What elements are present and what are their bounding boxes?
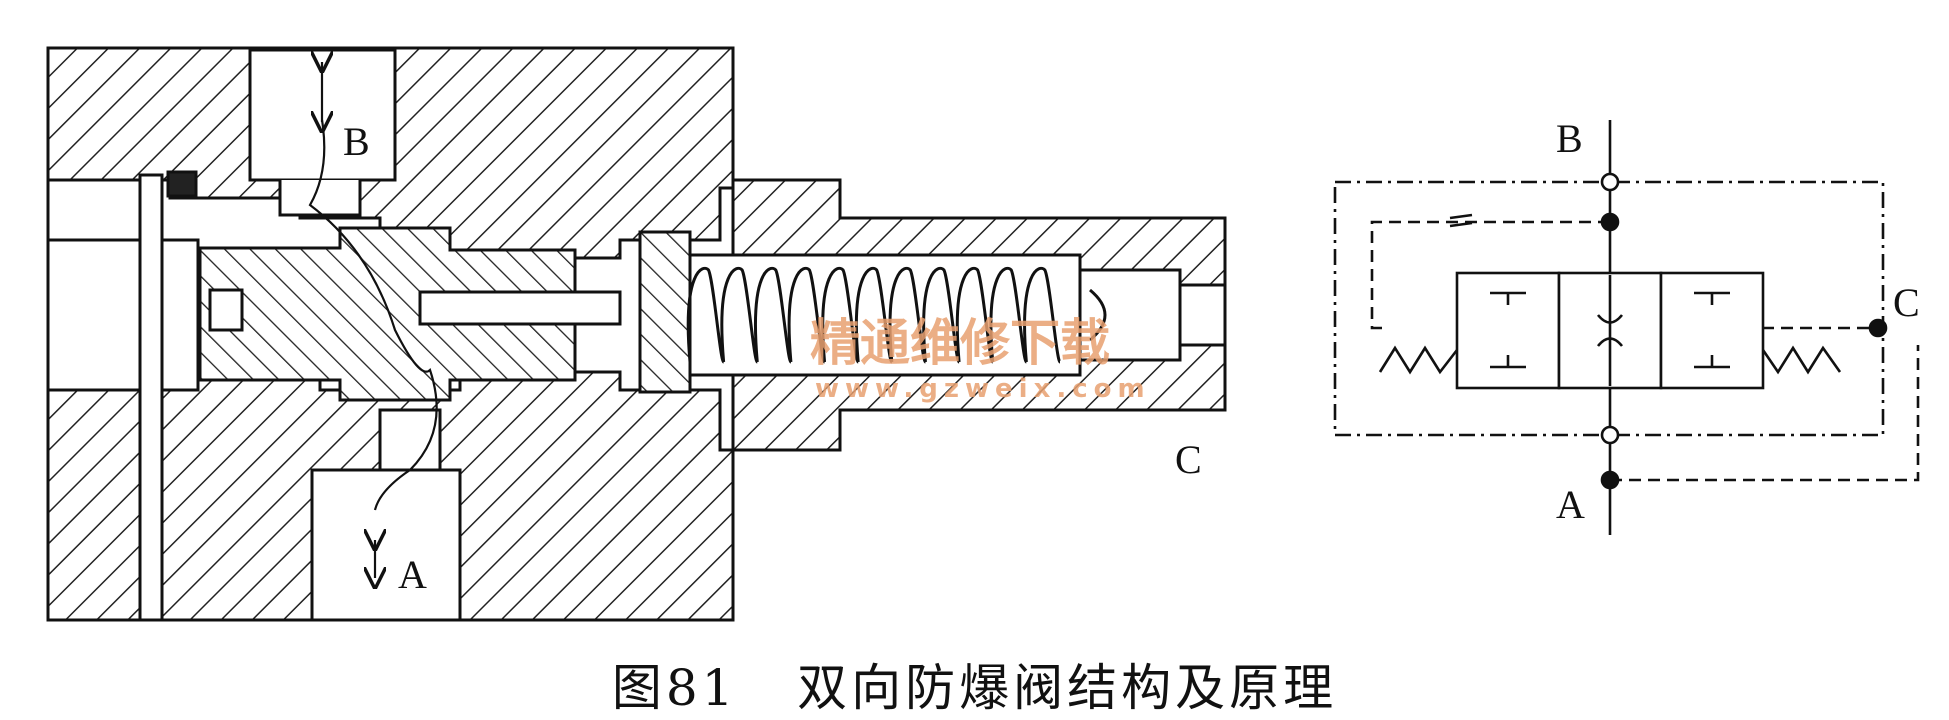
spring-right [1761,345,1842,375]
spool-stem [418,290,622,326]
node-bottom-filled [1600,470,1620,490]
port-a-cavity [310,468,462,622]
pilot-line-top [1370,220,1610,330]
node-c-filled [1868,318,1888,338]
envelope-left [1455,271,1561,390]
flow-indicators [308,62,438,578]
pilot-line-bottom [1610,345,1920,482]
node-a-open [1600,425,1620,445]
symbol-port-a-label: A [1556,482,1585,527]
section-view [46,46,1227,622]
vertical-rod [138,173,164,622]
symbol-port-b-label: B [1556,116,1583,161]
envelope-right [1659,271,1765,390]
node-top-filled [1600,212,1620,232]
watermark-text: 精通维修下载 [810,314,1110,372]
symbol-port-c-label: C [1893,280,1920,325]
spool [198,226,577,402]
spring-left [1378,345,1459,375]
section-port-b-label: B [343,119,370,164]
hydraulic-symbol [1333,120,1920,535]
section-port-a-label: A [398,552,427,597]
symbol-enclosure [1333,180,1885,437]
spring [686,266,1062,364]
figure-caption: 图81 双向防爆阀结构及原理 [611,659,1338,717]
seal-block [166,170,198,198]
section-port-c-label: C [1175,437,1202,482]
watermark-url: www.gzweix.com [815,374,1151,404]
node-b-open [1600,172,1620,192]
